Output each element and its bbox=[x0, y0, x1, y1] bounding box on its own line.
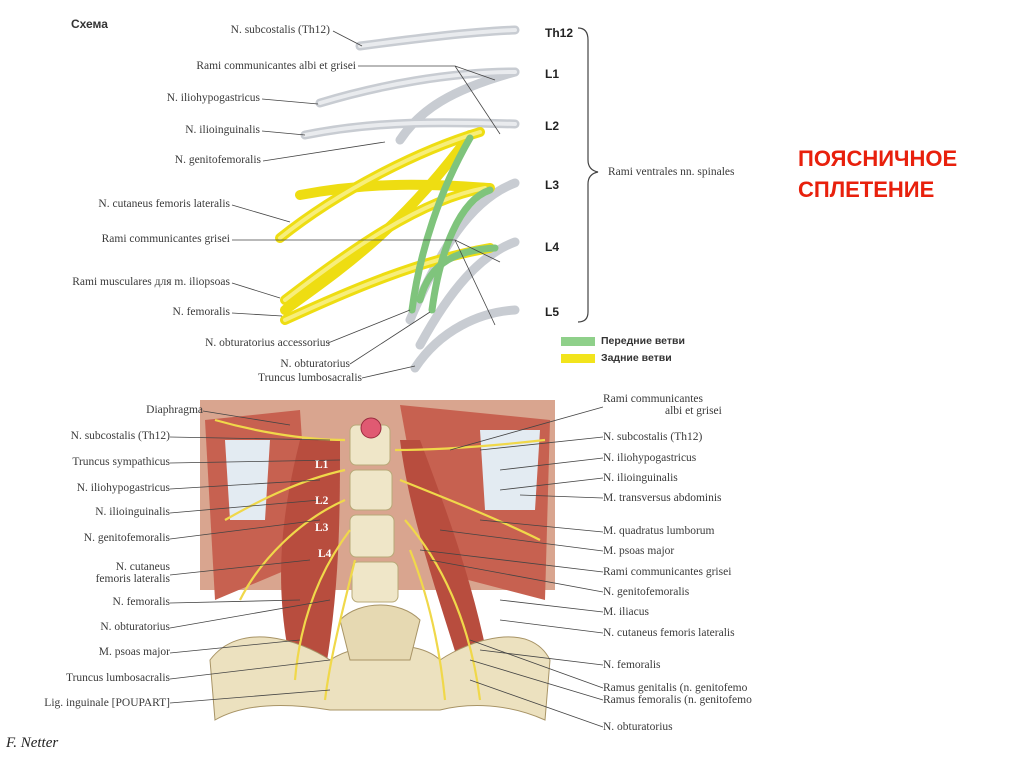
anat-label-psoas-left: M. psoas major bbox=[98, 646, 170, 658]
anat-label-genitofemoralis-right: N. genitofemoralis bbox=[603, 586, 690, 598]
page-title-line1: ПОЯСНИЧНОЕ bbox=[798, 146, 958, 171]
artist-signature: F. Netter bbox=[6, 735, 59, 751]
anat-label-femoralis-left: N. femoralis bbox=[112, 596, 170, 608]
anat-label-iliohypogastricus-left: N. iliohypogastricus bbox=[76, 482, 170, 494]
schema-label-iliohypogastricus: N. iliohypogastricus bbox=[166, 92, 260, 104]
schema-label-subcostalis: N. subcostalis (Th12) bbox=[230, 24, 330, 36]
schema-label-rami-musculares: Rami musculares для m. iliopsoas bbox=[72, 276, 230, 288]
anat-label-truncus-sympathicus: Truncus sympathicus bbox=[72, 456, 170, 468]
anat-label-diaphragma: Diaphragma bbox=[146, 404, 203, 416]
segment-label-l4: L4 bbox=[545, 240, 560, 254]
anat-label-ramus-femoralis: Ramus femoralis (n. genitofemo bbox=[603, 694, 752, 706]
anat-label-rami-comm-line2: albi et grisei bbox=[665, 405, 722, 417]
schema-label-truncus-lumbosacralis: Truncus lumbosacralis bbox=[257, 372, 362, 384]
schema-label-femoralis: N. femoralis bbox=[172, 306, 230, 318]
segment-label-l3: L3 bbox=[545, 178, 560, 192]
anat-label-lig-inguinale: Lig. inguinale [POUPART] bbox=[44, 697, 170, 709]
segment-label-l5: L5 bbox=[545, 305, 560, 319]
segment-label-th12: Th12 bbox=[545, 26, 574, 40]
brace-label: Rami ventrales nn. spinales bbox=[608, 166, 735, 178]
anatomy-illustration bbox=[200, 400, 555, 721]
vertebra-label-l4: L4 bbox=[318, 548, 332, 560]
anat-label-genitofemoralis-left: N. genitofemoralis bbox=[83, 532, 170, 544]
anat-label-truncus-lumbosacralis-left: Truncus lumbosacralis bbox=[65, 672, 170, 684]
anat-label-obturatorius-left: N. obturatorius bbox=[100, 621, 170, 633]
page-title-line2: СПЛЕТЕНИЕ bbox=[798, 177, 935, 202]
schema-label-obturatorius: N. obturatorius bbox=[280, 358, 350, 370]
anat-label-femoralis-right: N. femoralis bbox=[603, 659, 661, 671]
segment-label-l2: L2 bbox=[545, 119, 560, 133]
anat-label-ilioinguinalis-left: N. ilioinguinalis bbox=[95, 506, 170, 518]
segment-label-l1: L1 bbox=[545, 67, 560, 81]
schema-label-genitofemoralis: N. genitofemoralis bbox=[174, 154, 261, 166]
legend-swatch-posterior bbox=[561, 354, 595, 363]
legend-swatch-anterior bbox=[561, 337, 595, 346]
anat-label-rami-grisei-right: Rami communicantes grisei bbox=[603, 566, 732, 578]
schema-label-ilioinguinalis: N. ilioinguinalis bbox=[185, 124, 260, 136]
schema-label-rami-grisei: Rami communicantes grisei bbox=[101, 233, 230, 245]
anat-label-transversus: M. transversus abdominis bbox=[603, 492, 722, 504]
schema-label-cutaneus-femoris: N. cutaneus femoris lateralis bbox=[98, 198, 230, 210]
anat-label-subcostalis-right: N. subcostalis (Th12) bbox=[603, 431, 703, 443]
schema-anterior-branches bbox=[408, 134, 499, 314]
anat-label-quadratus: M. quadratus lumborum bbox=[603, 525, 715, 537]
vertebra-label-l3: L3 bbox=[315, 522, 329, 534]
legend-label-posterior: Задние ветви bbox=[601, 352, 672, 364]
anat-label-subcostalis-left: N. subcostalis (Th12) bbox=[70, 430, 170, 442]
schema-leader-lines bbox=[231, 30, 501, 379]
anat-label-cutaneus-line2: femoris lateralis bbox=[95, 573, 170, 585]
anat-label-rami-comm-line1: Rami communicantes bbox=[603, 393, 703, 405]
schema-heading: Схема bbox=[71, 17, 108, 31]
anat-label-iliacus: M. iliacus bbox=[603, 606, 649, 618]
anat-label-ilioinguinalis-right: N. ilioinguinalis bbox=[603, 472, 678, 484]
segments-brace bbox=[577, 27, 599, 323]
anat-label-cutaneus-line1: N. cutaneus bbox=[115, 561, 170, 573]
page-title: ПОЯСНИЧНОЕ СПЛЕТЕНИЕ bbox=[798, 143, 957, 205]
anat-label-iliohypogastricus-right: N. iliohypogastricus bbox=[603, 452, 697, 464]
vertebra-label-l1: L1 bbox=[315, 459, 329, 471]
anat-label-ramus-genitalis: Ramus genitalis (n. genitofemo bbox=[603, 682, 748, 694]
anat-label-obturatorius-right: N. obturatorius bbox=[603, 721, 673, 733]
anatomy-leader-lines bbox=[169, 406, 604, 728]
legend-label-anterior: Передние ветви bbox=[601, 335, 685, 347]
schema-label-obturatorius-accessorius: N. obturatorius accessorius bbox=[205, 337, 330, 349]
schema-label-rami-albi-grisei: Rami communicantes albi et grisei bbox=[196, 60, 356, 72]
anat-label-psoas-right: M. psoas major bbox=[603, 545, 675, 557]
vertebra-label-l2: L2 bbox=[315, 495, 329, 507]
anat-label-cutaneus-right: N. cutaneus femoris lateralis bbox=[603, 627, 735, 639]
